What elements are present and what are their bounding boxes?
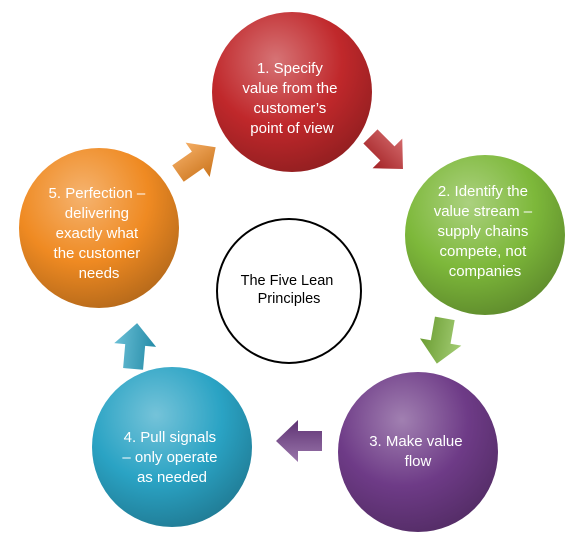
principle-node-5: 5. Perfection – delivering exactly what … — [19, 148, 179, 308]
principle-label-line: value stream – — [434, 203, 533, 220]
center-title-line: Principles — [258, 291, 321, 307]
principle-label-line: 2. Identify the — [438, 183, 528, 200]
arrow-shape — [172, 142, 216, 182]
principle-circle — [19, 148, 179, 308]
arrow-shape — [114, 323, 157, 370]
principle-label-line: compete, not — [440, 243, 528, 260]
principle-label-line: the customer — [54, 245, 141, 262]
principle-label: 1. Specify value from the customer’s poi… — [242, 60, 341, 137]
arrow-3-to-4 — [276, 420, 322, 462]
principle-label: 5. Perfection – delivering exactly what … — [49, 185, 150, 282]
center-node: The Five Lean Principles — [216, 218, 362, 364]
principle-node-3: 3. Make value flow — [338, 372, 498, 532]
principle-label-line: exactly what — [56, 225, 139, 242]
center-title-line: The Five Lean — [241, 273, 334, 289]
arrow-2-to-3 — [419, 316, 462, 364]
principle-label-line: customer’s — [254, 100, 327, 117]
principle-label-line: as needed — [137, 469, 207, 486]
principle-label: 4. Pull signals – only operate as needed — [122, 429, 221, 486]
center-title: The Five Lean Principles — [241, 273, 338, 307]
principle-label-line: needs — [79, 265, 120, 282]
arrow-shape — [363, 129, 403, 169]
principle-label-line: supply chains — [437, 223, 528, 240]
principle-label-line: – only operate — [122, 449, 217, 466]
principle-circle — [92, 367, 252, 527]
center-circle — [216, 218, 362, 364]
principle-label-line: point of view — [250, 120, 334, 137]
principle-node-1: 1. Specify value from the customer’s poi… — [212, 12, 372, 172]
principle-label: 3. Make value flow — [369, 433, 467, 470]
principle-label-line: companies — [449, 263, 522, 280]
arrow-4-to-5 — [114, 323, 157, 370]
principle-label-line: 3. Make value — [369, 433, 462, 450]
principle-circle — [338, 372, 498, 532]
principle-label-line: delivering — [65, 205, 129, 222]
arrow-shape — [419, 316, 462, 364]
principle-node-2: 2. Identify the value stream – supply ch… — [405, 155, 565, 315]
arrow-1-to-2 — [363, 129, 403, 169]
principle-label-line: value from the — [242, 80, 337, 97]
principle-label-line: flow — [405, 453, 432, 470]
principle-label: 2. Identify the value stream – supply ch… — [434, 183, 537, 280]
principle-label-line: 4. Pull signals — [124, 429, 217, 446]
principle-label-line: 1. Specify — [257, 60, 323, 77]
principle-label-line: 5. Perfection – — [49, 185, 146, 202]
principle-circle — [405, 155, 565, 315]
arrow-shape — [276, 420, 322, 462]
principle-circle — [212, 12, 372, 172]
principle-node-4: 4. Pull signals – only operate as needed — [92, 367, 252, 527]
arrow-5-to-1 — [172, 142, 216, 182]
